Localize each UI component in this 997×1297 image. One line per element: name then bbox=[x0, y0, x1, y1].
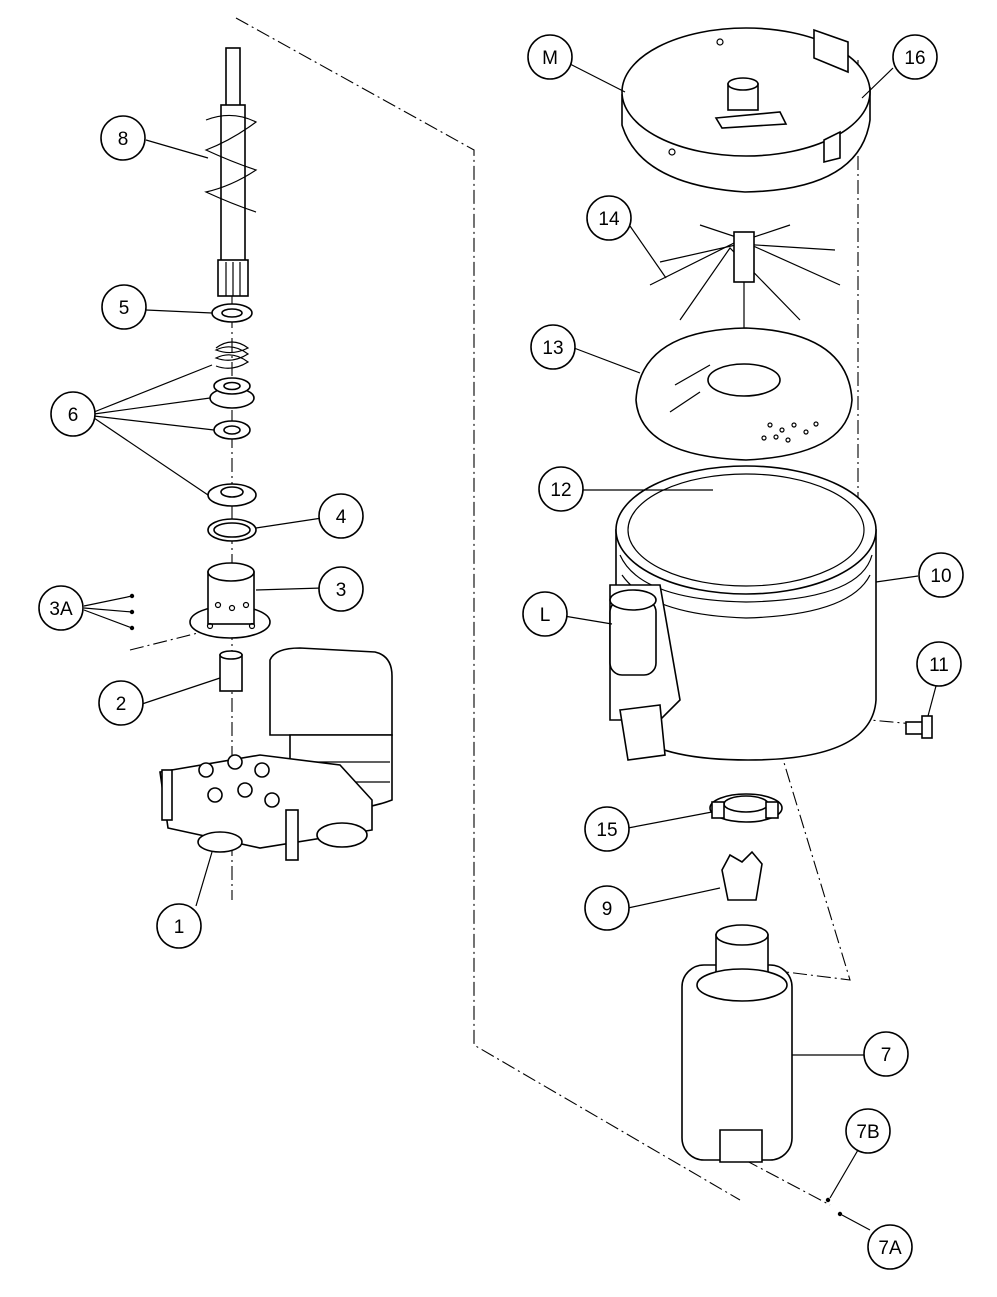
callout-label: 11 bbox=[929, 655, 949, 676]
gearmotor-base bbox=[160, 648, 392, 860]
callout-12: 12 bbox=[539, 467, 583, 511]
callout-label: 7B bbox=[856, 1122, 879, 1143]
pump-tube bbox=[682, 925, 792, 1162]
callout-13: 13 bbox=[531, 325, 575, 369]
callout-label: 10 bbox=[930, 566, 951, 587]
screw bbox=[906, 716, 932, 738]
callout-label: 4 bbox=[336, 507, 347, 528]
callout-7A: 7A bbox=[868, 1225, 912, 1269]
impeller bbox=[722, 852, 762, 900]
callout-label: 8 bbox=[118, 129, 129, 150]
callout-M: M bbox=[528, 35, 572, 79]
callout-11: 11 bbox=[917, 642, 961, 686]
callout-L: L bbox=[523, 592, 567, 636]
callout-label: 1 bbox=[174, 917, 185, 938]
callout-9: 9 bbox=[585, 886, 629, 930]
callout-6: 6 bbox=[51, 392, 95, 436]
callout-8: 8 bbox=[101, 116, 145, 160]
dome-cover bbox=[636, 328, 852, 460]
callout-2: 2 bbox=[99, 681, 143, 725]
callout-3A: 3A bbox=[39, 586, 83, 630]
callout-10: 10 bbox=[919, 553, 963, 597]
o-ring bbox=[208, 519, 256, 541]
drive-coupling bbox=[220, 651, 242, 691]
callout-label: 16 bbox=[904, 48, 925, 69]
callout-15: 15 bbox=[585, 807, 629, 851]
callout-label: 6 bbox=[68, 405, 79, 426]
callout-label: M bbox=[542, 48, 558, 69]
callout-3: 3 bbox=[319, 567, 363, 611]
callout-label: L bbox=[540, 605, 551, 626]
auger-shaft bbox=[206, 48, 256, 296]
callout-14: 14 bbox=[587, 196, 631, 240]
lid bbox=[622, 28, 870, 192]
bearing-housing bbox=[190, 563, 270, 638]
callout-label: 14 bbox=[598, 209, 620, 230]
callout-label: 7A bbox=[878, 1238, 902, 1259]
washer bbox=[212, 304, 252, 322]
callout-label: 9 bbox=[602, 899, 613, 920]
callout-label: 3 bbox=[336, 580, 347, 601]
callout-16: 16 bbox=[893, 35, 937, 79]
callout-label: 2 bbox=[116, 694, 127, 715]
agitator bbox=[650, 225, 840, 340]
callout-7: 7 bbox=[864, 1032, 908, 1076]
callout-label: 12 bbox=[550, 480, 571, 501]
collar bbox=[710, 794, 782, 822]
callout-label: 15 bbox=[596, 820, 617, 841]
callout-label: 7 bbox=[881, 1045, 892, 1066]
callout-label: 13 bbox=[542, 338, 563, 359]
callout-label: 3A bbox=[49, 599, 73, 620]
callout-7B: 7B bbox=[846, 1109, 890, 1153]
callout-5: 5 bbox=[102, 285, 146, 329]
callout-4: 4 bbox=[319, 494, 363, 538]
callout-label: 5 bbox=[119, 298, 130, 319]
callout-1: 1 bbox=[157, 904, 201, 948]
